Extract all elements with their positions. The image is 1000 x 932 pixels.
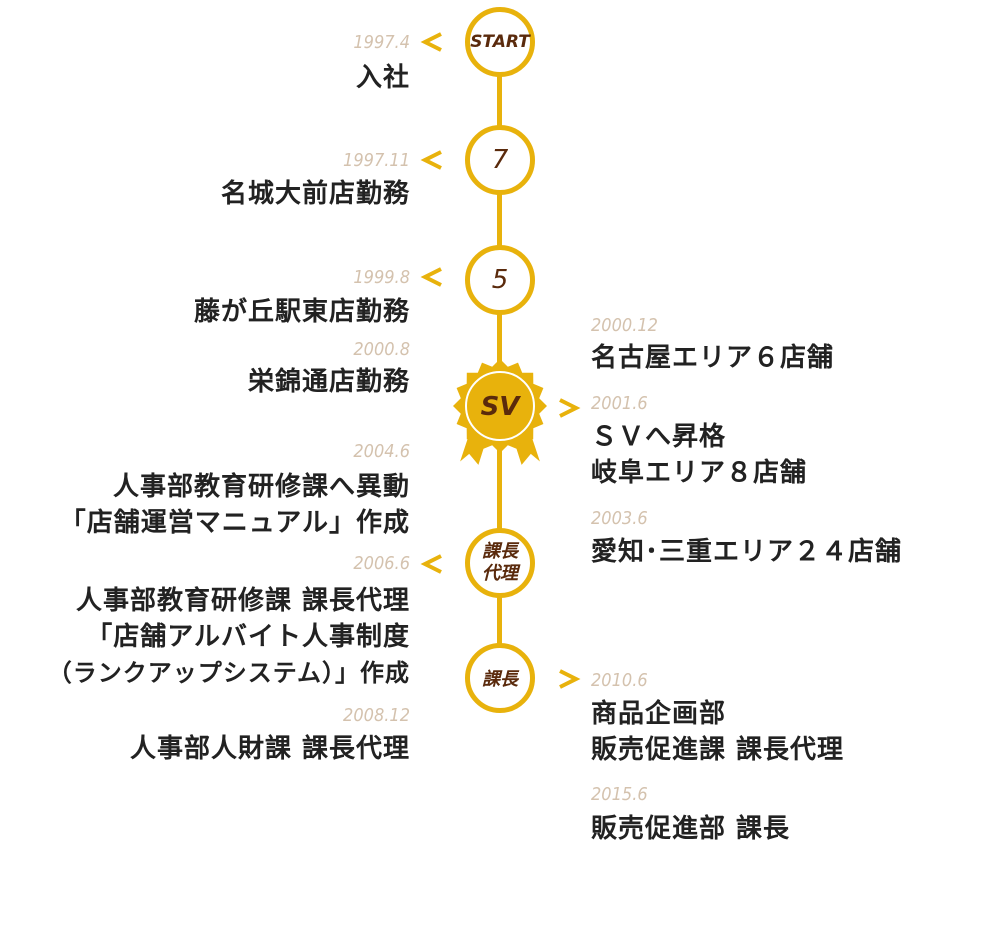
- chevron-right-icon: [559, 398, 581, 418]
- date-right-2: 2003.6: [591, 508, 648, 529]
- event-line: 入社: [355, 63, 410, 93]
- event-right-1: ＳＶへ昇格 岐阜エリア８店舗: [591, 419, 807, 491]
- event-line: 販売促進部 課長: [591, 814, 791, 844]
- date-left-3: 2000.8: [353, 339, 410, 360]
- event-line: 「店舗アルバイト人事制度: [86, 622, 410, 652]
- event-line: 藤が丘駅東店勤務: [193, 297, 410, 327]
- event-line: 愛知･三重エリア２４店舗: [591, 537, 903, 567]
- event-left-4: 人事部教育研修課へ異動 「店舗運営マニュアル」作成: [60, 469, 410, 541]
- event-line: 岐阜エリア８店舗: [591, 458, 808, 488]
- event-line: 人事部教育研修課 課長代理: [75, 586, 410, 616]
- date-left-6: 2008.12: [343, 705, 410, 726]
- event-line: 商品企画部: [591, 699, 727, 729]
- chevron-left-icon: [420, 150, 442, 170]
- date-right-0: 2000.12: [591, 315, 658, 336]
- event-right-4: 販売促進部 課長: [591, 811, 790, 847]
- event-line: （ランクアップシステム）」作成: [47, 659, 410, 687]
- date-right-1: 2001.6: [591, 393, 648, 414]
- kacho-node: 課長: [465, 643, 535, 713]
- chevron-right-icon: [559, 669, 581, 689]
- event-left-0: 入社: [356, 60, 410, 96]
- event-right-3: 商品企画部 販売促進課 課長代理: [591, 696, 844, 768]
- node-5-label: 5: [491, 265, 509, 295]
- kacho-label: 課長: [482, 669, 518, 690]
- chevron-left-icon: [420, 267, 442, 287]
- date-right-4: 2015.6: [591, 784, 648, 805]
- kacho-dairi-node: 課長 代理: [465, 528, 535, 598]
- event-line: 名城大前店勤務: [220, 179, 410, 209]
- event-line: 販売促進課 課長代理: [591, 735, 845, 765]
- event-left-1: 名城大前店勤務: [221, 176, 410, 212]
- date-left-1: 1997.11: [343, 150, 410, 171]
- event-line: 人事部人財課 課長代理: [129, 734, 410, 764]
- chevron-left-icon: [420, 32, 442, 52]
- date-right-3: 2010.6: [591, 670, 648, 691]
- start-node: START: [465, 7, 535, 77]
- event-left-5: 人事部教育研修課 課長代理 「店舗アルバイト人事制度 （ランクアップシステム）」…: [48, 583, 410, 691]
- store-count-node-7: 7: [465, 125, 535, 195]
- event-line: 「店舗運営マニュアル」作成: [59, 508, 410, 538]
- date-left-2: 1999.8: [353, 267, 410, 288]
- event-line: 栄錦通店勤務: [247, 367, 410, 397]
- date-left-5: 2006.6: [353, 553, 410, 574]
- start-label: START: [470, 32, 530, 52]
- event-right-0: 名古屋エリア６店舗: [591, 340, 834, 376]
- date-left-4: 2004.6: [353, 441, 410, 462]
- sv-label: SV: [481, 392, 522, 422]
- kacho-dairi-line1: 課長: [482, 541, 518, 562]
- node-7-label: 7: [491, 145, 509, 175]
- event-line: 人事部教育研修課へ異動: [112, 472, 410, 502]
- event-left-2: 藤が丘駅東店勤務: [194, 294, 410, 330]
- event-line: ＳＶへ昇格: [591, 422, 727, 452]
- chevron-left-icon: [420, 554, 442, 574]
- event-line: 名古屋エリア６店舗: [591, 343, 835, 373]
- kacho-dairi-line2: 代理: [482, 563, 518, 584]
- event-left-3: 栄錦通店勤務: [248, 364, 410, 400]
- event-right-2: 愛知･三重エリア２４店舗: [591, 534, 902, 570]
- sv-badge: SV: [453, 359, 547, 472]
- date-left-0: 1997.4: [353, 32, 410, 53]
- event-left-6: 人事部人財課 課長代理: [130, 731, 410, 767]
- store-count-node-5: 5: [465, 245, 535, 315]
